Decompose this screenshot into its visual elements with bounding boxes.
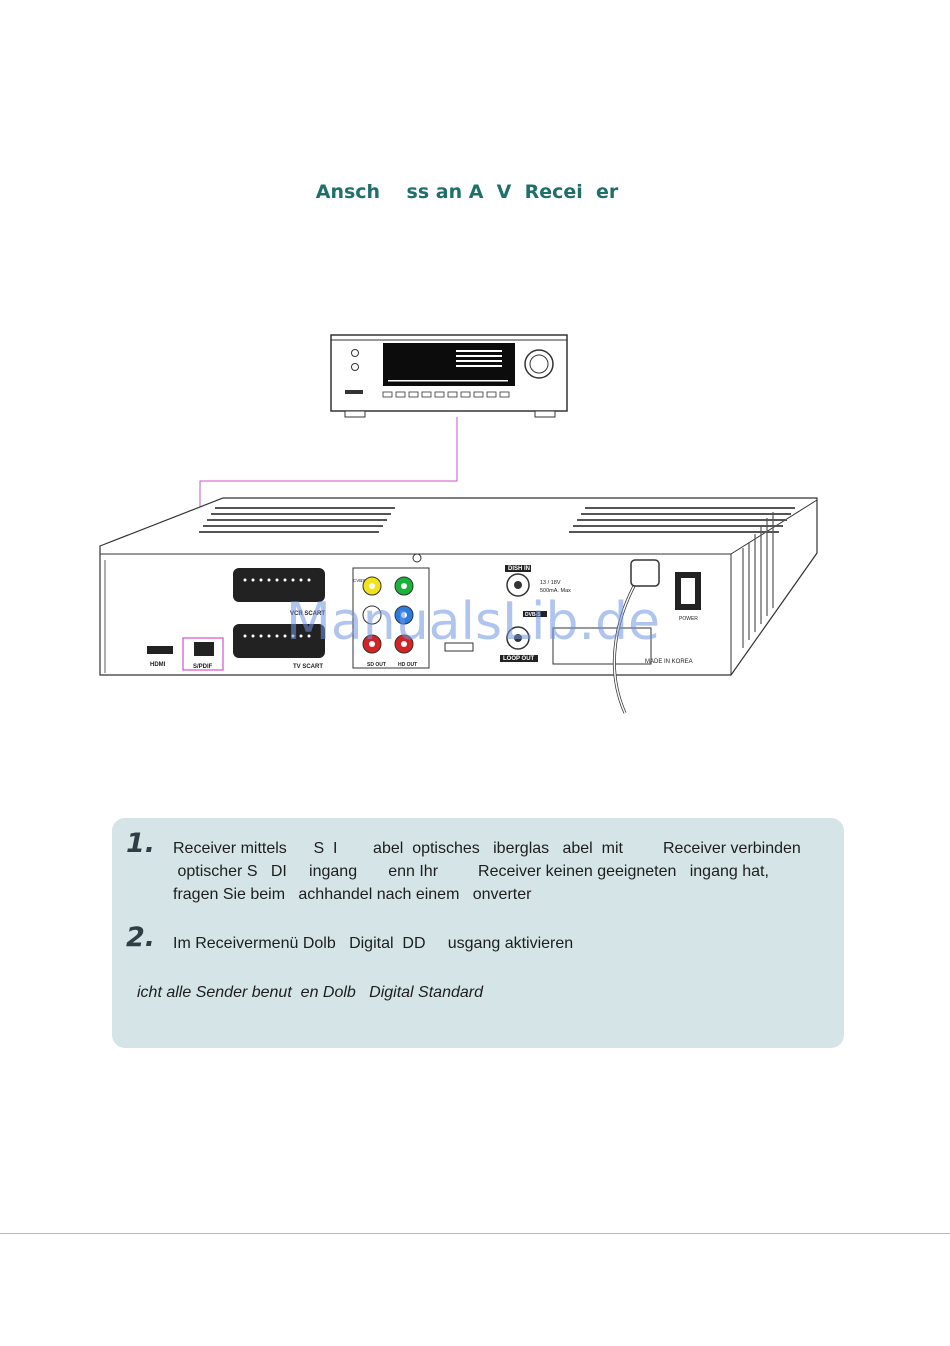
watermark: ManualsLib.de [286,592,661,652]
vcr-scart-label: VCR SCART [290,611,325,617]
step-1-number: 1. [126,828,156,859]
step-1-text: Receiver mittels S I abel optisches iber… [173,837,801,906]
dish-in-label: DISH IN [508,566,530,572]
dvb-label: DVB-S [525,612,541,618]
tv-scart-label: TV SCART [293,664,323,670]
page-title: Ansch ss an A V Recei er [315,181,619,203]
connection-diagram-svg: DISH IN LOOP OUT DVB-S HDMI S/PDIF VCR S… [99,334,818,714]
sd-out-label: SD OUT [367,662,386,668]
hd-out-label: HD OUT [398,662,417,668]
av-receiver-illustration [330,334,568,418]
spdif-label: S/PDIF [193,664,213,670]
dish-spec-voltage: 13 / 18V [540,580,561,586]
hdmi-label: HDMI [150,662,166,668]
set-top-box-illustration [99,497,818,714]
step-2-number: 2. [126,922,156,953]
instruction-box: 1. Receiver mittels S I abel optisches i… [112,818,844,1048]
step-1-line-1: Receiver mittels S I abel optisches iber… [173,840,801,857]
step-2-text: Im Receivermenü Dolb Digital DD usgang a… [173,932,573,955]
power-label: POWER [679,616,698,622]
dish-spec-current: 500mA. Max [540,588,571,594]
made-in-label: MADE IN KOREA [645,659,693,665]
cvbs-label: CVBS [353,578,365,583]
loop-out-label: LOOP OUT [503,656,535,662]
connection-diagram: DISH IN LOOP OUT DVB-S HDMI S/PDIF VCR S… [95,328,825,728]
step-1-line-3: fragen Sie beim achhandel nach einem onv… [173,886,532,903]
note-text: icht alle Sender benut en Dolb Digital S… [137,984,483,1001]
footer-divider [0,1233,950,1234]
step-2-line-1: Im Receivermenü Dolb Digital DD usgang a… [173,935,574,952]
step-1-line-2: optischer S DI ingang enn Ihr Receiver k… [173,863,769,880]
